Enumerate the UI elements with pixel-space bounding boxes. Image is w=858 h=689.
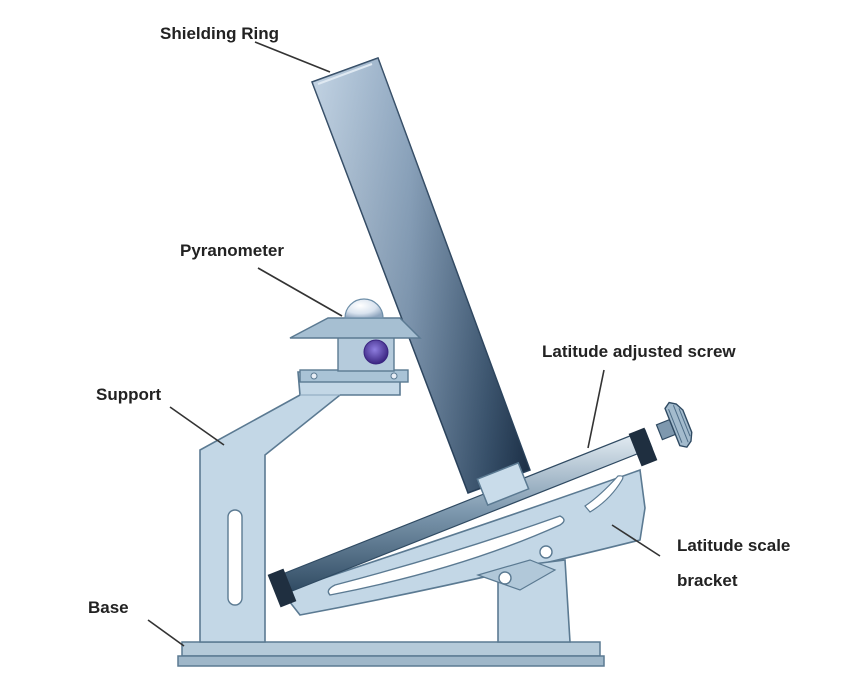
shielding-ring-label: Shielding Ring	[160, 24, 279, 43]
shielding-ring	[312, 58, 530, 493]
latitude-adjusted-screw-label: Latitude adjusted screw	[542, 342, 736, 361]
latitude-scale-bracket-label-line1: Latitude scale	[677, 536, 790, 555]
latitude-scale-bracket-label-line2: bracket	[677, 571, 738, 590]
pyranometer-label: Pyranometer	[180, 241, 284, 260]
support-label: Support	[96, 385, 161, 404]
base-plate	[178, 642, 604, 666]
support-leader	[170, 407, 224, 445]
shielding-ring-leader	[255, 42, 330, 72]
base-label: Base	[88, 598, 129, 617]
pyranometer-leader	[258, 268, 342, 316]
latitude-screw-leader	[588, 370, 604, 448]
base-leader	[148, 620, 184, 646]
